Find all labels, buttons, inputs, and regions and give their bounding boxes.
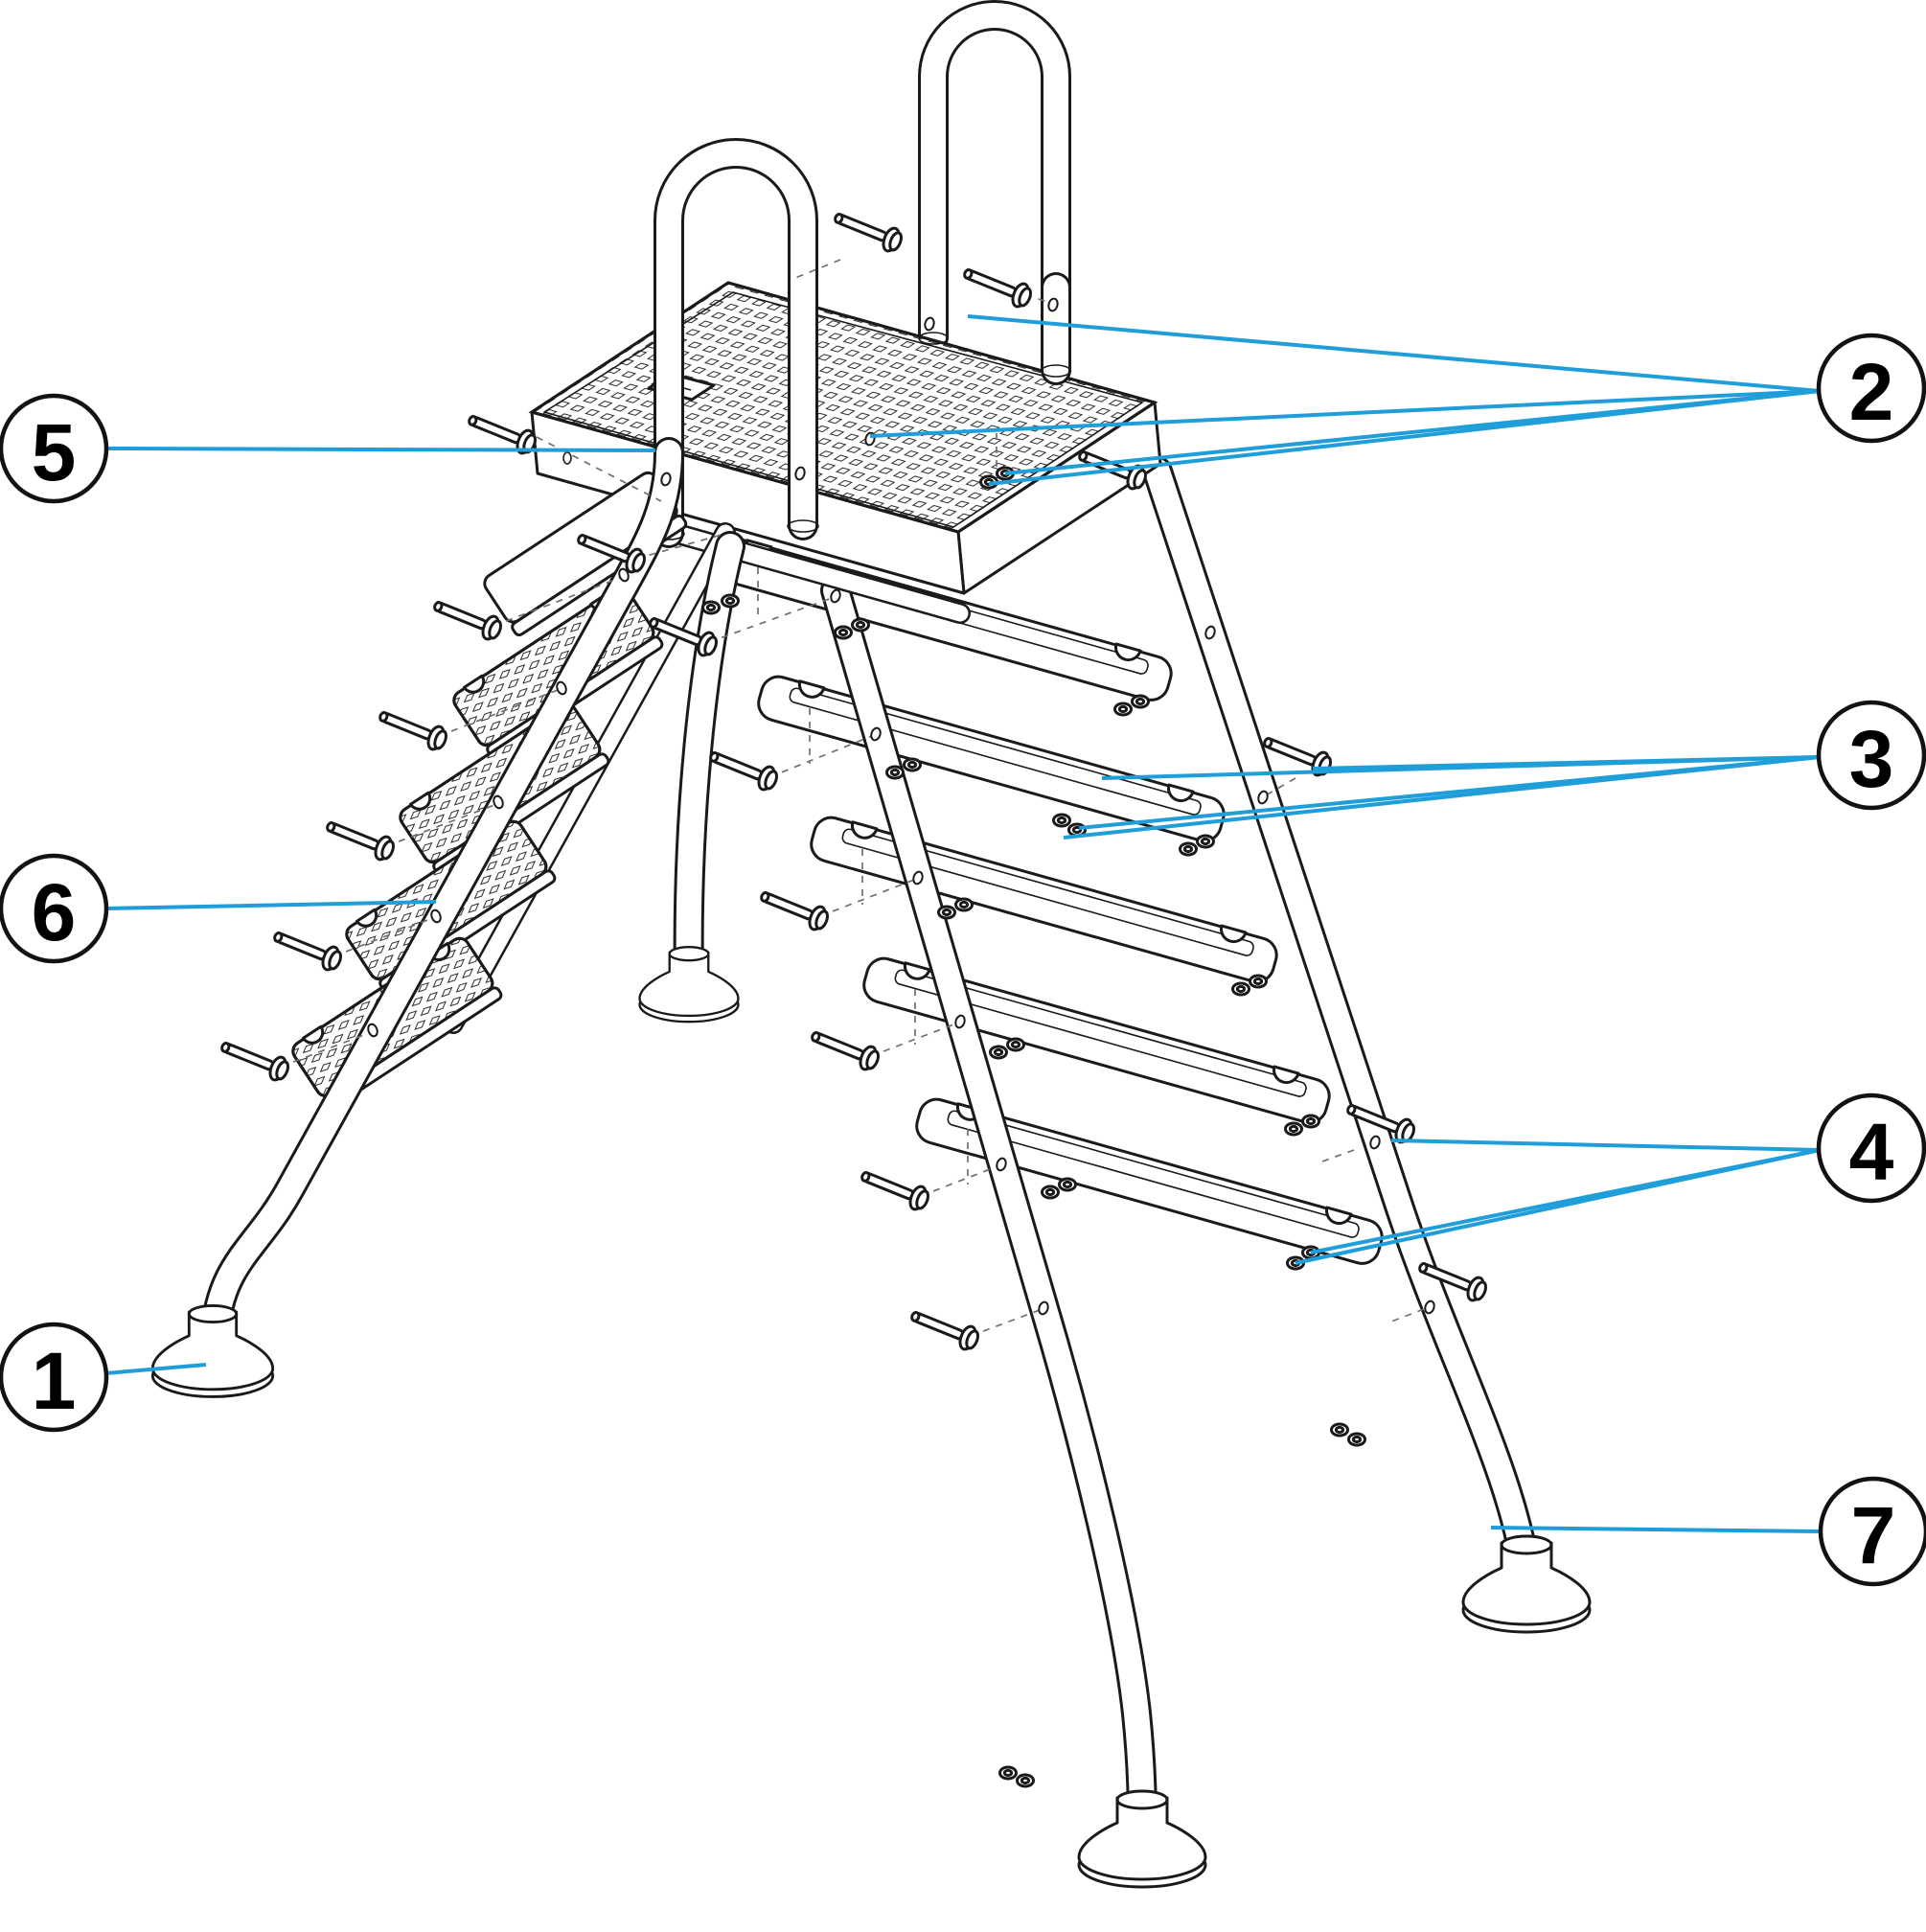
rear-left-foot	[638, 946, 740, 1024]
callout-circle	[1816, 1092, 1926, 1204]
callout-circle	[0, 853, 109, 964]
leader-line	[1390, 1138, 1821, 1152]
front-right-foot	[1077, 1789, 1207, 1889]
callout-4-lower-step-fixing-set: 4	[1295, 1092, 1926, 1265]
rear-left-leg	[673, 531, 745, 999]
callout-2-platform-handrail-fixing-set: 2	[869, 314, 1926, 486]
callout-circle	[1818, 1476, 1926, 1587]
leader-line	[1295, 1148, 1821, 1265]
leader-line	[988, 389, 1821, 486]
callout-3-upper-step-fixing-set: 3	[1063, 700, 1926, 840]
leader-line	[1101, 755, 1821, 780]
callout-number: 5	[32, 407, 77, 497]
callout-1-foot-base: 1	[0, 1322, 207, 1433]
callout-6-side-rail: 6	[0, 853, 437, 964]
callout-number: 4	[1849, 1107, 1894, 1197]
leader-line	[967, 314, 1821, 393]
callout-number: 7	[1851, 1490, 1896, 1580]
callout-number: 3	[1849, 714, 1894, 804]
rear-left-rail	[443, 522, 736, 1034]
left-side-rail	[199, 437, 684, 1351]
callout-layer: 1 2 3 4 5 6 7	[0, 314, 1926, 1587]
callout-circle	[1816, 700, 1926, 811]
callout-circle	[1816, 333, 1926, 444]
left-handrail	[653, 138, 819, 548]
left-front-foot	[150, 1304, 275, 1398]
leader-line	[1063, 755, 1821, 840]
callout-7-support-leg: 7	[1490, 1476, 1926, 1587]
leader-line	[869, 389, 1821, 438]
leader-line	[105, 900, 437, 910]
rear-right-foot	[1461, 1534, 1592, 1634]
callout-circle	[0, 393, 109, 504]
leader-line	[104, 1363, 207, 1375]
callout-circle	[0, 1322, 109, 1433]
leader-line	[105, 447, 656, 452]
right-handrail	[918, 0, 1071, 385]
callout-5-handrail: 5	[0, 393, 656, 504]
callout-number: 1	[32, 1336, 77, 1426]
callout-number: 6	[32, 867, 77, 957]
leader-line	[1490, 1526, 1822, 1533]
callout-number: 2	[1849, 347, 1894, 437]
